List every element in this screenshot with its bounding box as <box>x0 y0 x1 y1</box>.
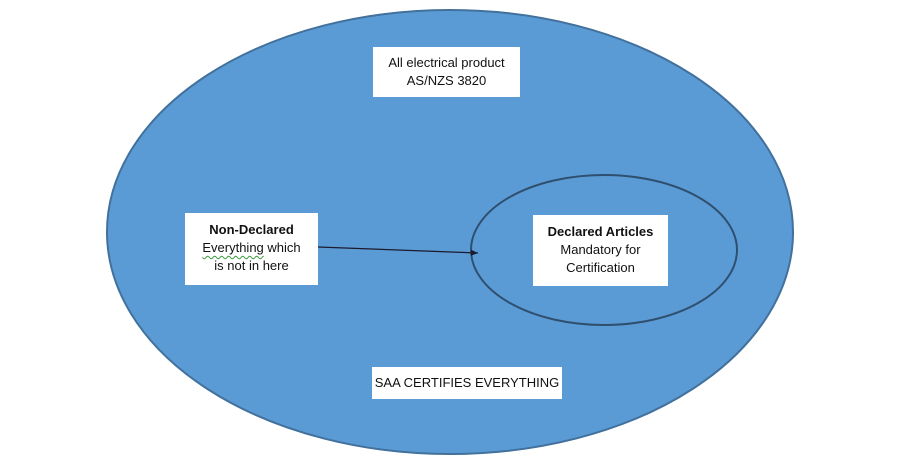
declared-articles-line2: Certification <box>566 260 635 275</box>
saa-certifies-label: SAA CERTIFIES EVERYTHING <box>372 367 562 399</box>
spellcheck-word: Everything <box>202 240 264 255</box>
all-electrical-products-ellipse <box>106 9 794 455</box>
non-declared-to-declared-arrow <box>317 246 479 256</box>
non-declared-line2: is not in here <box>214 258 289 273</box>
non-declared-line1-rest: which <box>263 240 301 255</box>
all-electrical-product-text: All electrical product <box>388 55 505 70</box>
standard-code-text: AS/NZS 3820 <box>406 73 487 88</box>
declared-articles-line1: Mandatory for <box>560 242 641 257</box>
declared-articles-box: Declared Articles Mandatory for Certific… <box>533 215 668 286</box>
declared-articles-title: Declared Articles <box>547 224 654 239</box>
saa-certifies-text: SAA CERTIFIES EVERYTHING <box>374 375 560 390</box>
non-declared-title: Non-Declared <box>209 222 294 237</box>
non-declared-box: Non-Declared Everything which is not in … <box>185 213 318 285</box>
all-electrical-product-label: All electrical product AS/NZS 3820 <box>373 47 520 97</box>
non-declared-line1: Everything which <box>185 239 318 257</box>
